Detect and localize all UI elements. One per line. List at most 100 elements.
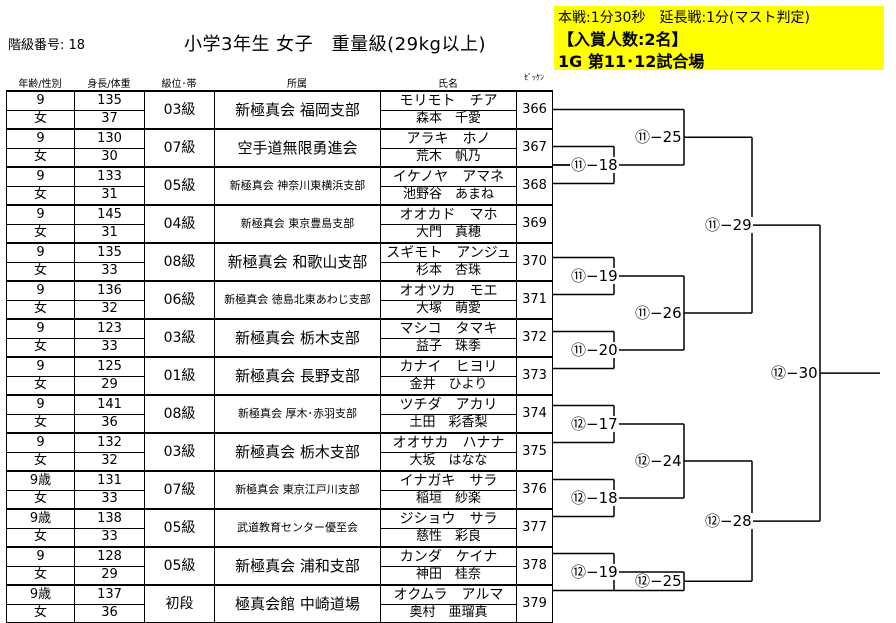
name-kanji-cell: 杉本 杏珠 <box>380 261 517 282</box>
grade-cell: 初段 <box>144 584 215 623</box>
zekken-cell: 370 <box>516 242 553 282</box>
zekken-cell: 368 <box>516 166 553 206</box>
name-kana-cell: オオツカ モエ <box>380 280 517 301</box>
match-number: ⑪−19 <box>570 267 619 285</box>
col-header-name: 氏名 <box>438 79 458 90</box>
match-number: ⑫−19 <box>570 563 619 581</box>
name-kana-cell: カナイ ヒヨリ <box>380 356 517 377</box>
match-number: ⑫−17 <box>570 415 619 433</box>
match-number: ⑫−18 <box>570 489 619 507</box>
height-cell: 131 <box>74 470 145 491</box>
name-kana-cell: イナガキ サラ <box>380 470 517 491</box>
zekken-cell: 378 <box>516 546 553 586</box>
match-number: ⑪−18 <box>570 156 619 174</box>
grade-cell: 05級 <box>144 546 215 586</box>
match-number: ⑫−24 <box>634 452 683 470</box>
dojo-cell: 新極真会 和歌山支部 <box>214 242 381 282</box>
match-number: ⑪−25 <box>634 128 683 147</box>
grade-cell: 07級 <box>144 128 215 168</box>
match-number: ⑫−30 <box>770 364 819 383</box>
zekken-cell: 372 <box>516 318 553 358</box>
dojo-cell: 極真会館 中崎道場 <box>214 584 381 623</box>
name-kanji-cell: 森本 千愛 <box>380 109 517 130</box>
col-header-age-sex: 年齢/性別 <box>18 79 62 90</box>
height-cell: 123 <box>74 318 145 339</box>
name-kana-cell: ジショウ サラ <box>380 508 517 529</box>
zekken-cell: 374 <box>516 394 553 434</box>
zekken-cell: 371 <box>516 280 553 320</box>
height-cell: 132 <box>74 432 145 453</box>
grade-cell: 03級 <box>144 432 215 472</box>
height-cell: 130 <box>74 128 145 149</box>
height-cell: 137 <box>74 584 145 605</box>
match-info-box: 本戦:1分30秒 延長戦:1分(マスト判定) 【入賞人数:2名】 1G 第11･… <box>554 6 884 71</box>
grade-cell: 01級 <box>144 356 215 396</box>
dojo-cell: 新極真会 神奈川東横浜支部 <box>214 166 381 206</box>
prize-count: 【入賞人数:2名】 <box>558 30 688 49</box>
weight-cell: 29 <box>74 565 145 586</box>
grade-cell: 08級 <box>144 242 215 282</box>
name-kanji-cell: 神田 桂奈 <box>380 565 517 586</box>
class-number: 階級番号: 18 <box>8 38 86 53</box>
col-header-zekken: ｾﾞｯｹﾝ <box>524 73 544 82</box>
name-kanji-cell: 土田 彩香梨 <box>380 413 517 434</box>
name-kana-cell: オクムラ アルマ <box>380 584 517 605</box>
age-cell: 9歳 <box>6 584 75 605</box>
dojo-cell: 新極真会 福岡支部 <box>214 90 381 130</box>
zekken-cell: 375 <box>516 432 553 472</box>
page-title: 小学3年生 女子 重量級(29kg以上) <box>184 34 486 55</box>
dojo-cell: 新極真会 東京江戸川支部 <box>214 470 381 510</box>
name-kana-cell: ツチダ アカリ <box>380 394 517 415</box>
height-cell: 138 <box>74 508 145 529</box>
weight-cell: 33 <box>74 489 145 510</box>
zekken-cell: 373 <box>516 356 553 396</box>
sex-cell: 女 <box>6 527 75 548</box>
dojo-cell: 新極真会 長野支部 <box>214 356 381 396</box>
grade-cell: 05級 <box>144 166 215 206</box>
name-kanji-cell: 慈性 彩良 <box>380 527 517 548</box>
sex-cell: 女 <box>6 147 75 168</box>
col-header-height-weight: 身長/体重 <box>87 79 131 90</box>
grade-cell: 07級 <box>144 470 215 510</box>
height-cell: 128 <box>74 546 145 567</box>
grade-cell: 04級 <box>144 204 215 244</box>
name-kanji-cell: 大坂 はなな <box>380 451 517 472</box>
col-header-grade: 級位･帯 <box>161 79 197 90</box>
match-number: ⑫−28 <box>704 512 753 531</box>
zekken-cell: 377 <box>516 508 553 548</box>
name-kana-cell: アラキ ホノ <box>380 128 517 149</box>
name-kanji-cell: 大門 真穂 <box>380 223 517 244</box>
match-number: ⑪−26 <box>634 304 683 322</box>
name-kanji-cell: 荒木 帆乃 <box>380 147 517 168</box>
col-header-dojo: 所属 <box>287 79 307 90</box>
dojo-cell: 新極真会 厚木･赤羽支部 <box>214 394 381 434</box>
name-kanji-cell: 稲垣 紗楽 <box>380 489 517 510</box>
name-kana-cell: マシコ タマキ <box>380 318 517 339</box>
name-kana-cell: モリモト チア <box>380 90 517 111</box>
weight-cell: 33 <box>74 527 145 548</box>
dojo-cell: 新極真会 栃木支部 <box>214 432 381 472</box>
match-duration: 本戦:1分30秒 延長戦:1分(マスト判定) <box>558 10 810 26</box>
weight-cell: 31 <box>74 185 145 206</box>
grade-cell: 05級 <box>144 508 215 548</box>
name-kana-cell: スギモト アンジュ <box>380 242 517 263</box>
grade-cell: 06級 <box>144 280 215 320</box>
zekken-cell: 369 <box>516 204 553 244</box>
weight-cell: 36 <box>74 413 145 434</box>
court-info: 1G 第11･12試合場 <box>558 52 705 71</box>
dojo-cell: 新極真会 浦和支部 <box>214 546 381 586</box>
match-number: ⑪−20 <box>570 341 619 359</box>
match-number: ⑫−25 <box>634 572 683 591</box>
